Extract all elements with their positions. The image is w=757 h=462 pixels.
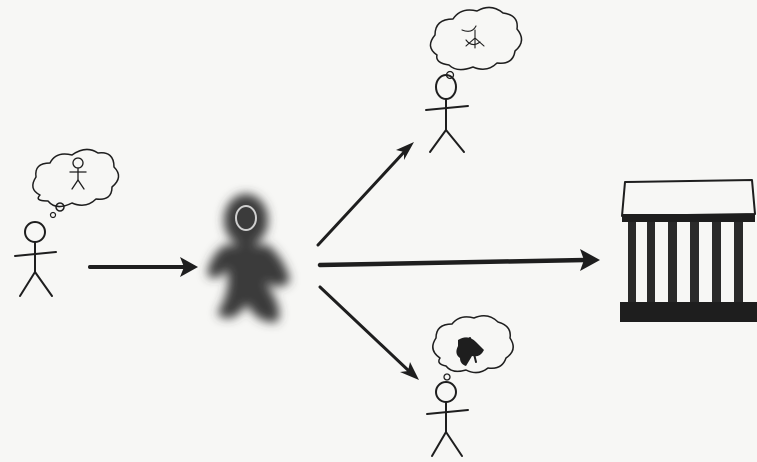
arrow-central-to-bottom-receiver: [320, 287, 419, 380]
puzzled-figure-icon: [462, 26, 484, 48]
scribble-icon: [456, 337, 484, 366]
bottom-receiver-stick-figure-icon: [427, 382, 468, 456]
central-blurred-figure-icon: [207, 194, 290, 322]
institution-building-icon: [620, 180, 757, 322]
bottom-receiver-thought-bubble: [433, 316, 513, 380]
top-receiver-stick-figure-icon: [426, 75, 468, 152]
arrow-central-to-institution: [320, 249, 600, 271]
sender-stick-figure-icon: [15, 222, 56, 296]
thought-stick-figure-icon: [70, 158, 86, 189]
arrow-sender-to-central: [90, 257, 198, 277]
building-columns: [628, 222, 743, 304]
sender-thought-bubble: [33, 149, 119, 217]
top-receiver-thought-bubble: [430, 7, 521, 78]
arrow-central-to-top-receiver: [318, 142, 414, 245]
